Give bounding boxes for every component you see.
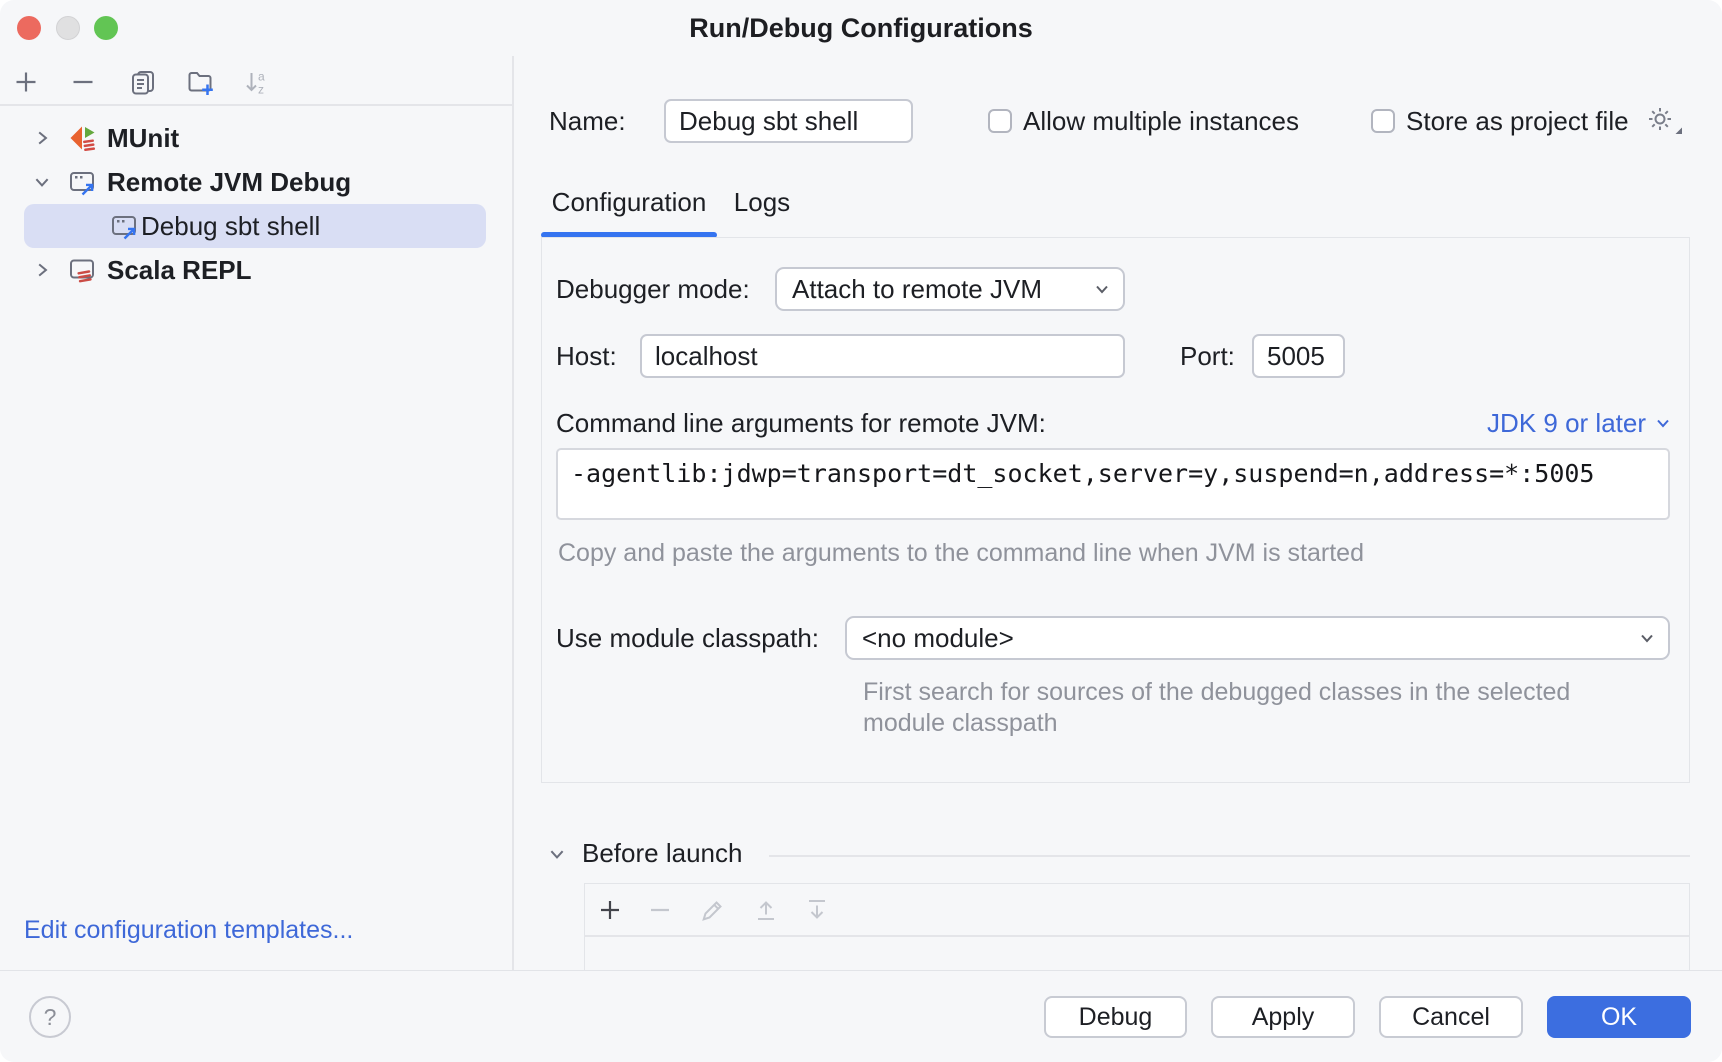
chevron-down-icon (1638, 629, 1656, 647)
gear-icon (1649, 108, 1682, 134)
tree-selection-highlight (24, 204, 486, 248)
chevron-right-icon[interactable] (33, 129, 51, 147)
sort-configurations-button[interactable]: a z (238, 64, 274, 100)
tree-item-label: MUnit (107, 122, 180, 153)
remove-configuration-button[interactable] (65, 64, 101, 100)
before-launch-title[interactable]: Before launch (582, 838, 743, 868)
before-launch-rule (769, 855, 1690, 857)
tab-configuration[interactable]: Configuration (551, 186, 707, 217)
tree-item-remote-jvm-debug[interactable]: Remote JVM Debug (0, 160, 512, 204)
store-as-project-file-label[interactable]: Store as project file (1406, 106, 1629, 136)
edit-icon (702, 901, 722, 921)
jdk-version-select[interactable]: JDK 9 or later (1487, 408, 1672, 438)
store-options-gear-button[interactable] (1645, 104, 1683, 136)
help-icon: ? (43, 1003, 57, 1030)
chevron-right-icon[interactable] (33, 261, 51, 279)
help-button[interactable]: ? (29, 996, 71, 1038)
remote-jvm-debug-icon (110, 212, 138, 240)
add-icon (16, 72, 36, 92)
debugger-mode-label: Debugger mode: (556, 274, 750, 304)
module-classpath-value: <no module> (862, 622, 1014, 653)
sidebar-toolbar-divider (0, 104, 512, 106)
move-down-icon (809, 900, 825, 919)
jvm-arguments-textarea[interactable]: -agentlib:jdwp=transport=dt_socket,serve… (556, 448, 1670, 520)
remote-jvm-debug-icon (68, 168, 96, 196)
remove-icon (651, 908, 669, 912)
tree-item-munit[interactable]: MUnit (0, 116, 512, 160)
before-launch-move-down-button[interactable] (804, 897, 830, 923)
before-launch-toolbar-divider (585, 935, 1689, 937)
add-icon (601, 901, 619, 919)
munit-icon (68, 124, 96, 152)
ok-button[interactable]: OK (1547, 996, 1691, 1038)
remove-icon (73, 80, 93, 84)
tree-item-label: Remote JVM Debug (107, 166, 352, 197)
minimize-window-button[interactable] (56, 16, 80, 40)
tree-item-label: Debug sbt shell (141, 210, 321, 241)
edit-configuration-templates-link[interactable]: Edit configuration templates... (24, 916, 354, 944)
host-input[interactable] (640, 334, 1125, 378)
active-tab-indicator (541, 232, 717, 238)
module-classpath-hint-text: First search for sources of the debugged… (863, 678, 1571, 737)
before-launch-remove-button[interactable] (647, 897, 673, 923)
chevron-down-icon[interactable] (33, 173, 51, 191)
chevron-down-icon (1093, 280, 1111, 298)
new-folder-icon (188, 72, 213, 95)
svg-text:z: z (258, 83, 264, 97)
copy-configuration-button[interactable] (125, 64, 161, 100)
chevron-down-icon (1657, 419, 1669, 428)
close-window-button[interactable] (17, 16, 41, 40)
new-folder-button[interactable] (182, 64, 218, 100)
host-label: Host: (556, 341, 617, 371)
debugger-mode-select[interactable]: Attach to remote JVM (775, 267, 1125, 311)
cancel-button[interactable]: Cancel (1379, 996, 1523, 1038)
dialog-title: Run/Debug Configurations (689, 13, 1033, 43)
tree-item-debug-sbt-shell[interactable]: Debug sbt shell (0, 204, 512, 248)
name-label: Name: (549, 106, 626, 136)
name-input[interactable] (664, 99, 913, 143)
port-input[interactable] (1252, 334, 1345, 378)
before-launch-task-list (584, 883, 1690, 970)
chevron-down-icon[interactable] (548, 845, 566, 863)
arguments-hint-text: Copy and paste the arguments to the comm… (558, 539, 1364, 567)
tab-logs[interactable]: Logs (733, 186, 791, 217)
configuration-panel (541, 237, 1690, 783)
store-as-project-file-checkbox[interactable] (1371, 109, 1395, 133)
use-module-classpath-label: Use module classpath: (556, 623, 820, 653)
jdk-version-value: JDK 9 or later (1487, 408, 1646, 438)
before-launch-edit-button[interactable] (700, 897, 726, 923)
svg-text:a: a (258, 70, 265, 84)
copy-icon (132, 71, 154, 95)
add-configuration-button[interactable] (8, 64, 44, 100)
port-label: Port: (1180, 341, 1235, 371)
tree-item-label: Scala REPL (107, 254, 252, 285)
debug-button[interactable]: Debug (1044, 996, 1187, 1038)
before-launch-add-button[interactable] (597, 897, 623, 923)
apply-button[interactable]: Apply (1211, 996, 1355, 1038)
module-classpath-select[interactable]: <no module> (845, 616, 1670, 660)
scala-repl-icon (68, 256, 96, 284)
sort-alphabetically-icon: a z (246, 70, 265, 97)
before-launch-move-up-button[interactable] (753, 897, 779, 923)
tree-item-scala-repl[interactable]: Scala REPL (0, 248, 512, 292)
allow-multiple-instances-checkbox[interactable] (988, 109, 1012, 133)
debugger-mode-value: Attach to remote JVM (792, 273, 1042, 304)
move-up-icon (758, 901, 774, 920)
allow-multiple-instances-label[interactable]: Allow multiple instances (1023, 106, 1300, 136)
zoom-window-button[interactable] (94, 16, 118, 40)
command-line-arguments-label: Command line arguments for remote JVM: (556, 408, 1046, 438)
sidebar-divider (512, 56, 514, 970)
